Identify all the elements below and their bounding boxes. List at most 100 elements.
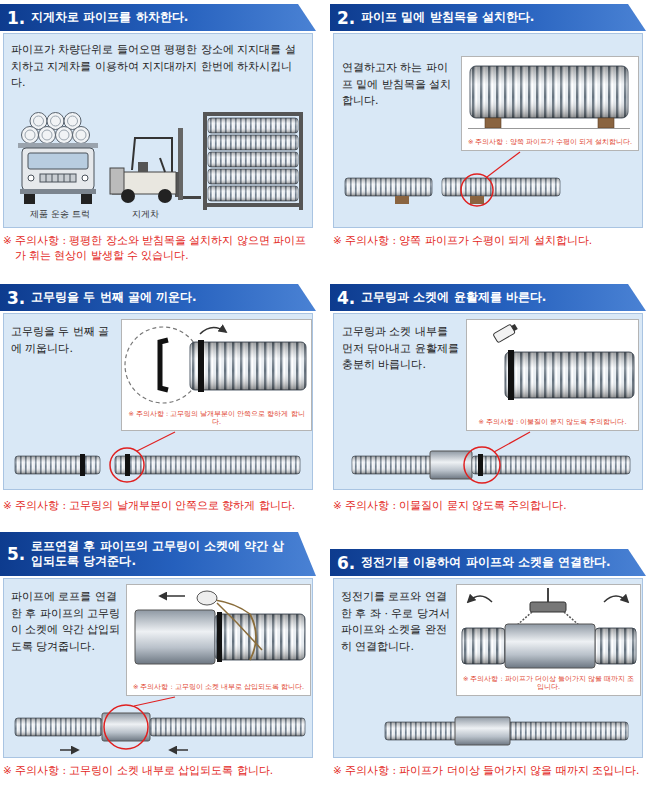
step-tab: 6.정전기를 이용하여 파이프와 소켓을 연결한다. (330, 549, 646, 576)
pipe-pair (442, 178, 560, 196)
step-description: 고무링을 두 번째 골에 끼웁니다. (11, 324, 117, 357)
pipe-pair (470, 196, 484, 204)
label-holder: ※ 주의사항 : 파이프가 더이상 들어가지 않을 때까지 조입니다. (333, 763, 643, 778)
forklift-figure (110, 128, 201, 203)
rope-pull-detail (197, 591, 217, 605)
caution-note: ※ 주의사항 : 고무링이 소켓 내부로 삽입되도록 합니다. (133, 684, 304, 692)
step-description: 파이프에 로프를 연결한 후 파이프의 고무링이 소켓에 약간 삽입되도록 당겨… (11, 589, 123, 655)
step-tab: 4.고무링과 소켓에 윤활제를 바른다. (330, 284, 646, 311)
pipe-socket-pair (494, 432, 530, 452)
label-holder: 지게차 (132, 208, 159, 221)
truck-figure (28, 153, 88, 169)
pipe-pair (15, 456, 100, 474)
step-title: 정전기를 이용하여 파이프와 소켓을 연결한다. (361, 555, 622, 570)
rope-pull-detail (217, 603, 262, 650)
puller-detail (500, 612, 532, 640)
pipe-socket-pair (464, 447, 500, 483)
forklift-figure (183, 196, 201, 199)
forklift-figure (138, 162, 148, 172)
rubber-ring-detail (125, 327, 306, 403)
label-holder: ※ 주의사항 : 고무링이 소켓 내부로 삽입되도록 합니다. (3, 763, 315, 778)
pipe-socket-pair (385, 717, 628, 745)
pipe-on-supports (468, 66, 630, 129)
step-tab: 5.로프연결 후 파이프의 고무링이 소켓에 약간 삽입되도록 당겨준다. (0, 532, 316, 576)
forklift-figure (158, 189, 172, 203)
pipe-on-supports (468, 128, 630, 129)
pipe-pair (345, 178, 432, 196)
pipe-rack (203, 203, 303, 207)
truck-figure (42, 130, 52, 140)
pipe-rack (208, 152, 298, 167)
pipe-on-supports (598, 118, 614, 128)
rubber-ring-detail (190, 342, 306, 390)
forklift-figure (132, 138, 172, 172)
step-title: 로프연결 후 파이프의 고무링이 소켓에 약간 삽입되도록 당겨준다. (31, 539, 292, 569)
step-tab: 2.파이프 밑에 받침목을 설치한다. (330, 4, 646, 31)
truck-figure (58, 174, 59, 182)
step-tab: 3.고무링을 두 번째 골에 끼운다. (0, 284, 316, 311)
truck-figure (18, 113, 98, 205)
pipe-on-supports (470, 66, 628, 118)
pipe-socket-pair (352, 432, 630, 483)
puller-detail (530, 602, 566, 612)
pipe-rack (208, 118, 298, 133)
truck-figure (40, 174, 76, 182)
pipe-pair (115, 456, 300, 474)
rubber-ring-detail (198, 340, 204, 392)
step-description: 파이프가 차량단위로 들어오면 평평한 장소에 지지대를 설치하고 지게차를 이… (11, 42, 303, 92)
pipe-rack (203, 112, 303, 210)
step-tab: 1.지게차로 파이프를 하차한다. (0, 4, 316, 31)
step-description: 고무링과 소켓 내부를 먼저 닦아내고 윤활제를 충분히 바릅니다. (342, 324, 462, 374)
pipe-socket-pair (134, 697, 175, 706)
pipe-rack (299, 112, 303, 210)
truck-figure (18, 143, 98, 148)
pipe-pair (487, 152, 520, 177)
step-number: 1. (7, 8, 25, 28)
truck-figure (82, 175, 88, 181)
puller-detail (604, 596, 628, 602)
rope-pull-detail (160, 595, 185, 597)
step-panel: 4.고무링과 소켓에 윤활제를 바른다.고무링과 소켓 내부를 먼저 닦아내고 … (333, 313, 643, 490)
rope-pull-detail (135, 591, 305, 664)
pipe-socket-pair (385, 722, 628, 740)
forklift-figure (112, 172, 176, 194)
pipe-on-supports (485, 118, 501, 128)
pipe-pair (15, 432, 300, 482)
pipe-socket-pair (385, 722, 628, 740)
illustration-frame: ※ 주의사항 : 고무링이 소켓 내부로 삽입되도록 합니다. (126, 584, 311, 696)
pipe-socket-pair (472, 456, 630, 474)
pipe-socket-pair (430, 451, 472, 479)
pipe-socket-pair (455, 717, 510, 745)
caution-note: ※ 주의사항 : 파이프가 더이상 들어가지 않을 때까지 조입니다. (460, 676, 637, 692)
pipe-socket-pair (170, 749, 188, 751)
illustration-frame: ※ 주의사항 : 고무링의 날개부분이 안쪽으로 향하게 합니다. (121, 319, 312, 431)
caution-text: ※ 주의사항 : 고무링의 날개부분이 안쪽으로 향하게 합니다. (3, 498, 315, 513)
step-title: 고무링을 두 번째 골에 끼운다. (31, 290, 292, 305)
forklift-figure (175, 172, 179, 197)
pipe-pair (137, 432, 175, 451)
puller-detail (462, 628, 505, 664)
rubber-ring-detail (200, 327, 226, 334)
pipe-socket-pair (150, 718, 305, 736)
caution-text: ※ 주의사항 : 고무링이 소켓 내부로 삽입되도록 합니다. (3, 763, 315, 778)
pipe-pair (115, 456, 300, 474)
rubber-ring-detail (190, 342, 306, 390)
lubricant-tube (511, 324, 517, 331)
pipe-rack (208, 186, 298, 201)
label-holder: ※ 주의사항 : 평평한 장소와 받침목을 설치하지 않으면 파이프가 휘는 현… (3, 233, 315, 262)
puller-detail (547, 588, 549, 602)
truck-figure (64, 174, 65, 182)
truck-figure (59, 130, 69, 140)
pipe-rack (208, 152, 298, 167)
forklift-figure (178, 128, 183, 200)
caution-text: ※ 주의사항 : 파이프가 더이상 들어가지 않을 때까지 조입니다. (333, 763, 643, 778)
pipe-socket-pair (352, 456, 432, 474)
label-holder: ※ 주의사항 : 고무링의 날개부분이 안쪽으로 향하게 합니다. (3, 498, 315, 513)
pipe-pair (345, 152, 560, 206)
pipe-rack (203, 112, 303, 116)
pipe-socket-pair (104, 705, 148, 749)
truck-figure (25, 130, 35, 140)
pipe-pair (395, 196, 409, 204)
